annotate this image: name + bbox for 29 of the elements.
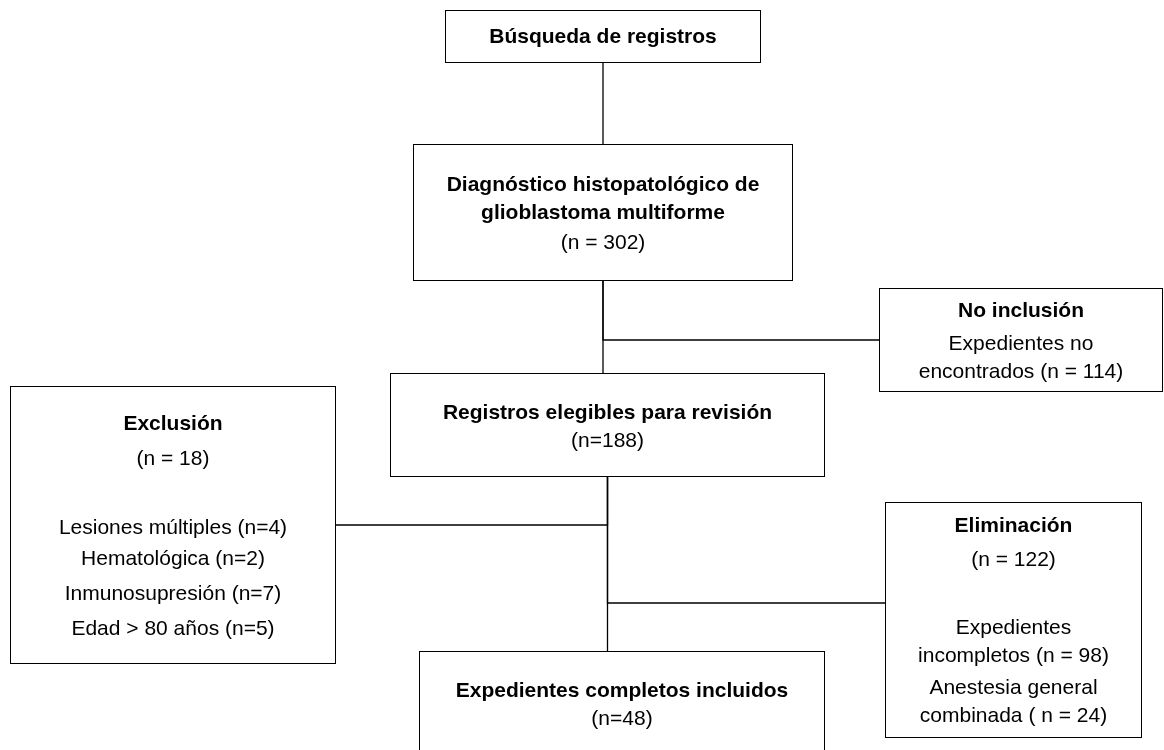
box-text: (n = 302) — [559, 229, 647, 255]
box-text: (n=188) — [570, 427, 645, 453]
process-box — [879, 288, 1163, 392]
box-text: (n = 122) — [970, 546, 1057, 572]
box-text: Expedientes no encontrados (n = 114) — [917, 330, 1125, 384]
box-text: Hematológica (n=2) — [80, 545, 266, 571]
box-heading: Diagnóstico histopatológico de glioblastoma multiforme — [445, 171, 761, 225]
connector-line — [606, 476, 886, 604]
process-box — [419, 651, 825, 750]
process-box — [445, 10, 761, 63]
box-text: Inmunosupresión (n=7) — [63, 580, 283, 606]
box-heading: Exclusión — [122, 410, 224, 436]
box-text: Expedientes incompletos (n = 98) — [917, 614, 1110, 668]
box-text: Edad > 80 años (n=5) — [70, 615, 276, 641]
process-box — [413, 144, 793, 281]
box-text: Anestesia general combinada ( n = 24) — [918, 674, 1109, 728]
process-box — [10, 386, 336, 664]
box-heading: Búsqueda de registros — [488, 23, 718, 49]
process-box — [885, 502, 1142, 738]
connector-line — [602, 280, 880, 341]
box-heading: Expedientes completos incluidos — [454, 677, 790, 703]
box-heading: Registros elegibles para revisión — [441, 399, 774, 425]
box-text: Lesiones múltiples (n=4) — [57, 514, 289, 540]
box-heading: Eliminación — [953, 512, 1074, 538]
box-text: (n = 18) — [135, 445, 211, 471]
connector-line — [602, 62, 604, 145]
box-heading: No inclusión — [957, 297, 1085, 323]
process-box — [390, 373, 825, 477]
box-text: (n=48) — [590, 705, 654, 731]
